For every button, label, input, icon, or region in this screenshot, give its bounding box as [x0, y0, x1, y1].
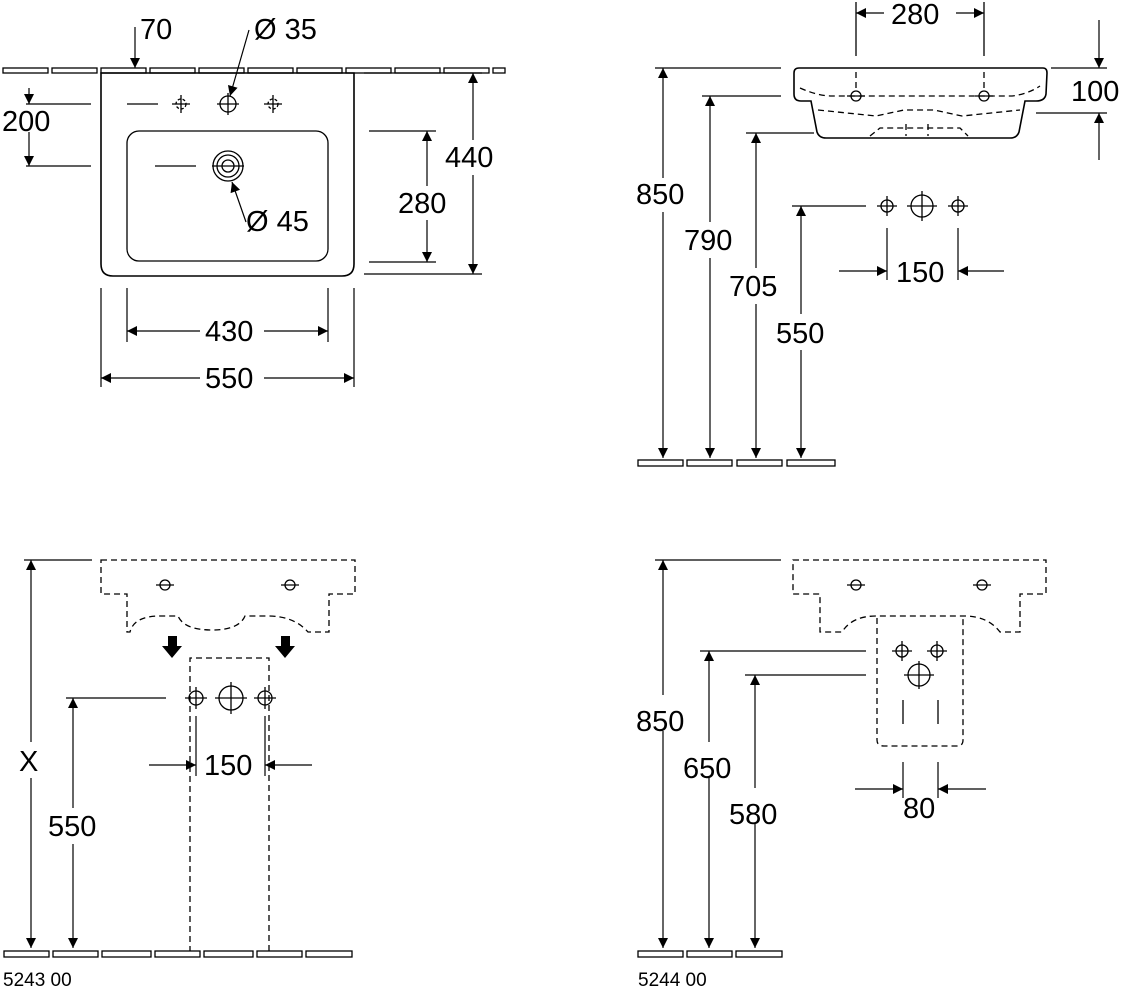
- tap-hole-right: [264, 95, 282, 113]
- dim-650-label: 650: [683, 753, 731, 785]
- pedestal-view: 150 X 550 5243 00: [3, 559, 356, 988]
- wall-line-top: [2, 67, 506, 74]
- dim-100-label: 100: [1071, 76, 1119, 108]
- fixing-hole-left: [156, 579, 174, 591]
- semi-pedestal-outline: [876, 618, 964, 747]
- supply-connection-right: [948, 196, 968, 216]
- basin-bowl: [126, 130, 329, 262]
- dim-705-label: 705: [729, 271, 777, 303]
- supply-connection-right: [927, 641, 947, 661]
- dim-80-label: 80: [903, 793, 935, 825]
- fixing-hole-left: [847, 579, 865, 591]
- product-code-semi-pedestal: 5244 00: [638, 970, 707, 988]
- dim-550-label: 550: [205, 363, 253, 395]
- floor-line-pedestal: [3, 950, 353, 958]
- waste-connection: [904, 661, 934, 689]
- dim-430-label: 430: [205, 316, 253, 348]
- pedestal-outline: [189, 657, 270, 952]
- fixing-hole-right: [975, 90, 993, 102]
- dim-280-top-label: 280: [398, 188, 446, 220]
- dim-x-label: X: [19, 746, 38, 778]
- dim-440-label: 440: [445, 142, 493, 174]
- drain-hole: [212, 150, 244, 182]
- supply-connection-right: [254, 687, 276, 709]
- semi-pedestal-view: 80 850 650 580 5244 00: [636, 559, 1047, 988]
- dim-70-label: 70: [140, 14, 172, 46]
- fixing-hole-right: [281, 579, 299, 591]
- top-view: 70 Ø 35 200 440 280 Ø 45 430: [2, 14, 506, 395]
- supply-connection-left: [877, 196, 897, 216]
- waste-connection: [907, 191, 937, 221]
- supply-connection-left: [892, 641, 912, 661]
- dim-850-side-label: 850: [636, 179, 684, 211]
- supply-connection-left: [185, 687, 207, 709]
- dim-dia35-label: Ø 35: [254, 14, 317, 46]
- tap-hole-left: [172, 95, 190, 113]
- dim-580-label: 580: [729, 799, 777, 831]
- waste-connection: [215, 682, 247, 714]
- floor-line-semi: [637, 950, 783, 958]
- dim-550-side-label: 550: [776, 318, 824, 350]
- dim-dia45-label: Ø 45: [246, 206, 309, 238]
- side-view: 280 100 850 790 705 550: [636, 0, 1119, 467]
- basin-hidden-outline: [100, 559, 356, 633]
- dim-550-pedestal-label: 550: [48, 811, 96, 843]
- fixing-hole-left: [847, 90, 865, 102]
- basin-hidden-outline: [792, 559, 1047, 633]
- dim-200-label: 200: [2, 106, 50, 138]
- dim-280-side-label: 280: [891, 0, 939, 31]
- tap-hole-center: [217, 93, 239, 115]
- dim-150-pedestal-label: 150: [204, 750, 252, 782]
- dim-850-semi-label: 850: [636, 706, 684, 738]
- floor-line-side: [637, 459, 836, 467]
- basin-front: [793, 67, 1048, 139]
- dim-790-label: 790: [684, 225, 732, 257]
- dim-150-side-label: 150: [896, 257, 944, 289]
- product-code-pedestal: 5243 00: [3, 970, 72, 988]
- assembly-arrow-right: [275, 636, 295, 658]
- basin-outline: [100, 72, 355, 277]
- fixing-hole-right: [973, 579, 991, 591]
- assembly-arrow-left: [162, 636, 182, 658]
